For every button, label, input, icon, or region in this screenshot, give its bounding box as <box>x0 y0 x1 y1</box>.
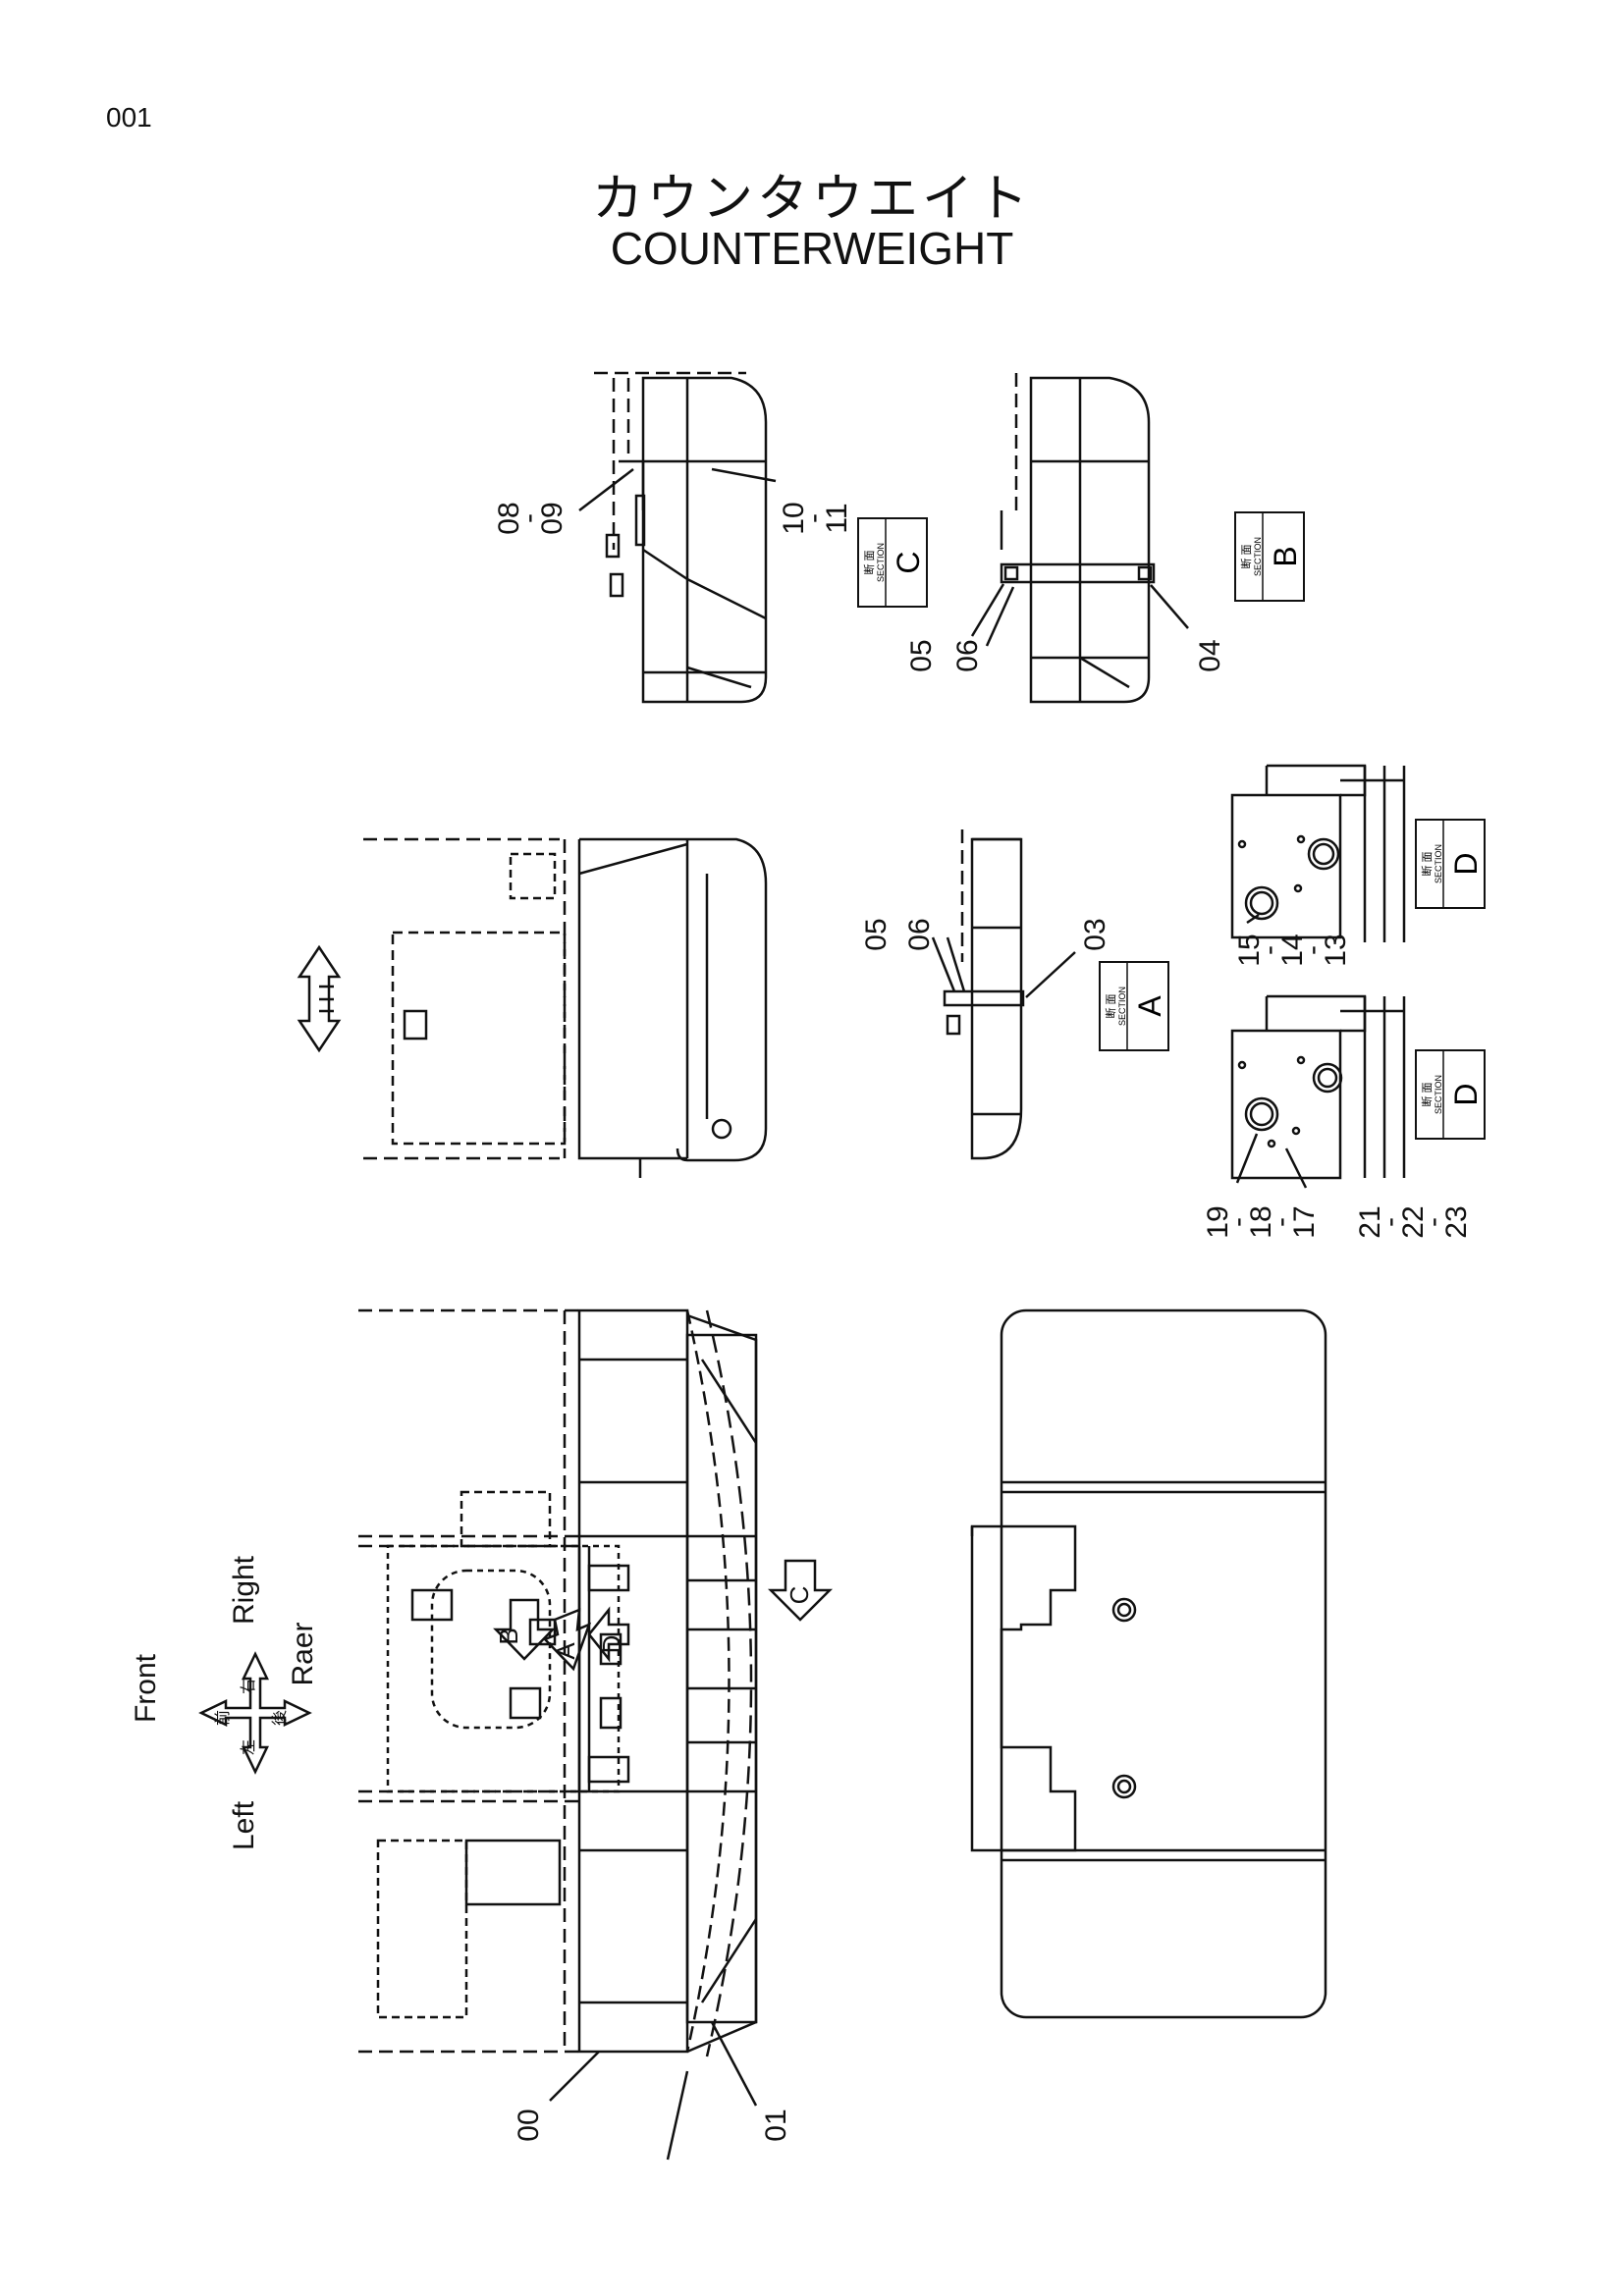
orientation-right-label: Right <box>228 1555 260 1625</box>
section-tag-en-label: SECTION <box>1434 1075 1443 1114</box>
section-b-view <box>970 373 1189 704</box>
callout-21: 21 <box>1354 1205 1386 1238</box>
section-tag-jp-label: 断 面 <box>862 550 876 574</box>
section-tag-c: 断 面 SECTION C <box>857 517 928 608</box>
view-arrow-c-label: C <box>785 1586 814 1605</box>
callout-dash: - <box>513 513 545 523</box>
callout-05: 05 <box>860 918 893 950</box>
view-arrow-d-label: D <box>597 1635 626 1654</box>
view-arrow-b-label: B <box>494 1628 523 1644</box>
view-arrow-a-label: A <box>551 1642 580 1660</box>
callout-03: 03 <box>1079 918 1111 950</box>
section-letter-a: A <box>1132 995 1167 1017</box>
callout-06: 06 <box>903 918 936 950</box>
callout-15: 15 <box>1233 934 1266 966</box>
middle-side-view <box>363 837 768 1178</box>
section-tag-jp-label: 断 面 <box>1239 544 1253 568</box>
callout-22: 22 <box>1397 1205 1430 1238</box>
callout-dash: - <box>1253 945 1285 955</box>
callout-08: 08 <box>493 502 525 534</box>
section-tag-en-label: SECTION <box>1253 537 1263 576</box>
section-d-upper-view <box>1230 764 1406 942</box>
orientation-kanji-left: 左 <box>240 1739 257 1755</box>
section-tag-en-label: SECTION <box>1434 844 1443 883</box>
callout-dash: - <box>1417 1217 1449 1227</box>
callout-dash: - <box>1265 1217 1297 1227</box>
counterweight-plan <box>970 1308 1327 2019</box>
orientation-kanji-right: 右 <box>240 1679 257 1694</box>
callout-dash: - <box>1221 1217 1254 1227</box>
section-tag-a: 断 面 SECTION A <box>1099 961 1169 1051</box>
section-tag-jp-label: 断 面 <box>1104 993 1117 1018</box>
title-english: COUNTERWEIGHT <box>610 223 1014 274</box>
callout-11: 11 <box>821 503 853 533</box>
section-tag-b: 断 面 SECTION B <box>1234 511 1305 602</box>
orientation-kanji-front: 前 <box>214 1710 232 1726</box>
orientation-raer-label: Raer <box>287 1622 319 1685</box>
plan-view <box>358 1308 834 2161</box>
section-d-lower-view <box>1230 994 1406 1189</box>
direction-double-arrow-icon <box>297 944 342 1053</box>
section-tag-d-lower: 断 面 SECTION D <box>1415 1049 1486 1140</box>
section-tag-jp-label: 断 面 <box>1420 851 1434 876</box>
callout-10: 10 <box>778 502 810 534</box>
orientation-kanji-rear: 後 <box>271 1710 289 1726</box>
page-number: 001 <box>106 102 152 133</box>
callout-09: 09 <box>536 502 568 534</box>
orientation-cross-icon <box>198 1651 312 1775</box>
section-letter-d: D <box>1448 852 1484 875</box>
section-letter-b: B <box>1268 546 1303 566</box>
section-tag-en-label: SECTION <box>876 543 886 582</box>
title-japanese: カウンタウエイト <box>591 170 1032 229</box>
callout-04: 04 <box>1194 639 1226 671</box>
section-letter-d: D <box>1448 1083 1484 1105</box>
callout-06: 06 <box>951 639 984 671</box>
callout-17: 17 <box>1288 1205 1321 1238</box>
section-a-view <box>931 829 1076 1160</box>
section-c-view <box>578 371 777 704</box>
callout-13: 13 <box>1320 934 1352 966</box>
callout-00: 00 <box>513 2109 545 2141</box>
section-tag-d-upper: 断 面 SECTION D <box>1415 819 1486 909</box>
callout-18: 18 <box>1245 1205 1277 1238</box>
callout-23: 23 <box>1440 1205 1473 1238</box>
callout-dash: - <box>797 513 830 523</box>
callout-dash: - <box>1296 945 1328 955</box>
orientation-front-label: Front <box>130 1653 162 1723</box>
section-tag-en-label: SECTION <box>1117 987 1127 1026</box>
callout-01: 01 <box>760 2109 792 2141</box>
callout-dash: - <box>1374 1217 1406 1227</box>
callout-19: 19 <box>1202 1205 1234 1238</box>
orientation-left-label: Left <box>228 1800 260 1850</box>
callout-14: 14 <box>1276 934 1309 966</box>
section-tag-jp-label: 断 面 <box>1420 1082 1434 1106</box>
callout-05: 05 <box>905 639 938 671</box>
section-letter-c: C <box>891 551 926 573</box>
